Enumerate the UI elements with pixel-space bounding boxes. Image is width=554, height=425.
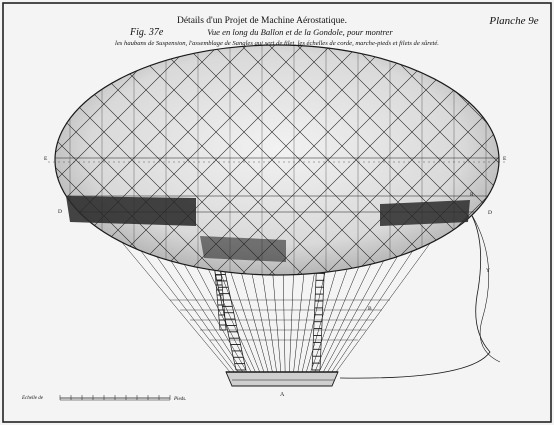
scale-bar: Echelle de Pieds. — [21, 395, 186, 402]
scale-left-label: Echelle de — [21, 396, 44, 401]
caption-line-2: les haubans de Suspension, l'assemblage … — [115, 40, 439, 47]
suspension-band-right — [380, 200, 470, 226]
label-r: R — [470, 192, 474, 198]
label-e-left: E — [44, 156, 48, 162]
caption-line-1: Vue en long du Ballon et de la Gondole, … — [207, 27, 393, 37]
label-e-right: E — [503, 156, 507, 162]
annotation-letters: D E D E Y R A B — [44, 156, 507, 398]
label-d-right: D — [488, 210, 492, 216]
figure-number: Fig. 37e — [129, 27, 164, 38]
label-a: A — [280, 392, 285, 398]
label-y: Y — [486, 268, 490, 274]
plate-title: Détails d'un Projet de Machine Aérostati… — [177, 16, 347, 26]
gondola — [225, 371, 339, 387]
label-b: B — [368, 306, 372, 312]
lower-shadow-band — [200, 236, 286, 262]
label-d-left: D — [58, 209, 62, 215]
trailing-rope — [339, 211, 491, 379]
suspension-band-left — [66, 196, 196, 226]
plate-number: Planche 9e — [488, 15, 538, 27]
trailing-rope-outer — [469, 211, 501, 363]
scale-right-label: Pieds. — [173, 397, 186, 402]
